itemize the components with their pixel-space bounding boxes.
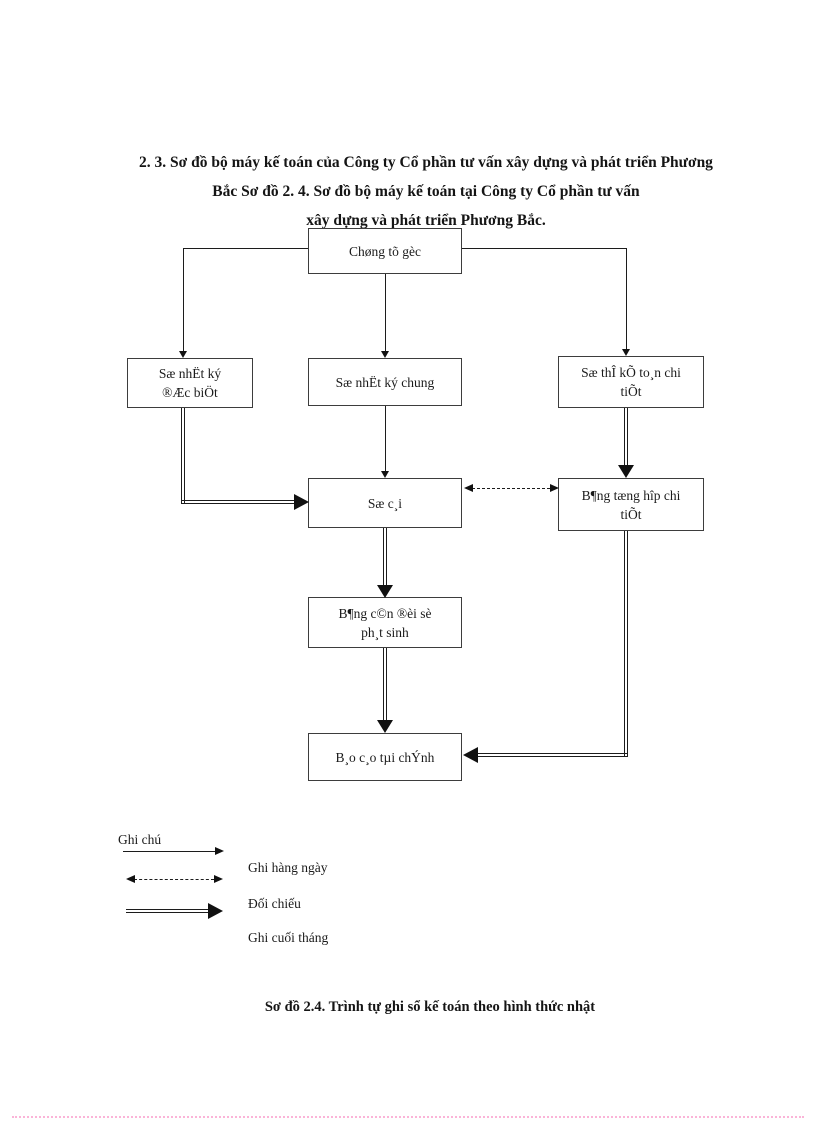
section-heading: 2. 3. Sơ đồ bộ máy kế toán của Công ty C… bbox=[36, 148, 816, 235]
legend-double-arrowhead-icon bbox=[208, 903, 223, 919]
legend-dashed-arrowhead-left-icon bbox=[126, 875, 135, 883]
box-so-nhat-ky-chung: Sæ nhËt ký chung bbox=[308, 358, 462, 406]
connector-dac-biet-down-double bbox=[181, 408, 185, 503]
connector-nhat-ky-chung-to-so-cai bbox=[385, 406, 386, 471]
connector-so-the-down-double bbox=[624, 408, 628, 465]
connector-bang-can-doi-down-double bbox=[383, 648, 387, 720]
arrowhead-into-bang-tong-hop-icon bbox=[618, 465, 634, 478]
footer-dotted-rule bbox=[12, 1116, 804, 1118]
arrowhead-into-so-cai-icon bbox=[381, 471, 389, 478]
connector-top-right-vertical bbox=[626, 248, 627, 349]
connector-top-left-vertical bbox=[183, 248, 184, 351]
legend-label-ghi-hang-ngay: Ghi hàng ngày bbox=[248, 860, 328, 875]
heading-line-2: Bắc Sơ đồ 2. 4. Sơ đồ bộ máy kế toán tại… bbox=[212, 183, 640, 200]
legend-double-arrow-line bbox=[126, 909, 208, 913]
connector-top-right-horizontal bbox=[462, 248, 626, 249]
legend-title: Ghi chú bbox=[118, 832, 162, 847]
arrowhead-into-so-the-ke-toan-icon bbox=[622, 349, 630, 356]
connector-so-cai-bang-tong-hop-dashed bbox=[472, 488, 550, 489]
box-so-the-ke-toan-chi-tiet: Sæ thÎ kÕ to¸n chi tiÕt bbox=[558, 356, 704, 408]
arrowhead-into-bao-cao-right-icon bbox=[463, 747, 478, 763]
connector-top-left-horizontal bbox=[183, 248, 308, 249]
connector-chung-tu-to-nhat-ky-chung bbox=[385, 274, 386, 351]
box-bang-tong-hop-chi-tiet: B¶ng tæng hîp chi tiÕt bbox=[558, 478, 704, 531]
legend-label-doi-chieu: Đối chiếu bbox=[248, 896, 301, 911]
arrowhead-into-bang-can-doi-icon bbox=[377, 585, 393, 598]
legend-dashed-arrow-line bbox=[134, 879, 214, 880]
diagram-caption: Sơ đồ 2.4. Trình tự ghi sổ kế toán theo … bbox=[264, 999, 596, 1015]
heading-line-3: xây dựng và phát triển Phương Bắc. bbox=[306, 212, 546, 229]
arrowhead-into-bao-cao-top-icon bbox=[377, 720, 393, 733]
legend-thin-arrow-line bbox=[123, 851, 215, 852]
box-bang-can-doi-so-phat-sinh: B¶ng c©n ®èi sè ph¸t sinh bbox=[308, 597, 462, 648]
legend-label-ghi-cuoi-thang: Ghi cuối tháng bbox=[248, 930, 329, 945]
connector-bang-tong-hop-down-double bbox=[624, 531, 628, 757]
connector-bang-tong-hop-to-bao-cao-double bbox=[478, 753, 627, 757]
connector-so-cai-down-double bbox=[383, 528, 387, 585]
connector-dac-biet-to-so-cai-double bbox=[181, 500, 294, 504]
box-so-nhat-ky-dac-biet: Sæ nhËt ký ®Æc biÖt bbox=[127, 358, 253, 408]
arrowhead-into-nhat-ky-dac-biet-icon bbox=[179, 351, 187, 358]
arrowhead-dashed-left-icon bbox=[464, 484, 473, 492]
heading-line-1: 2. 3. Sơ đồ bộ máy kế toán của Công ty C… bbox=[139, 154, 713, 171]
arrowhead-dashed-right-icon bbox=[550, 484, 559, 492]
box-bao-cao-tai-chinh: B¸o c¸o tµi chÝnh bbox=[308, 733, 462, 781]
box-chung-tu-goc: Chøng tõ gèc bbox=[308, 228, 462, 274]
arrowhead-into-nhat-ky-chung-icon bbox=[381, 351, 389, 358]
legend-dashed-arrowhead-right-icon bbox=[214, 875, 223, 883]
legend-thin-arrowhead-icon bbox=[215, 847, 224, 855]
arrowhead-into-so-cai-left-icon bbox=[294, 494, 309, 510]
box-so-cai: Sæ c¸i bbox=[308, 478, 462, 528]
